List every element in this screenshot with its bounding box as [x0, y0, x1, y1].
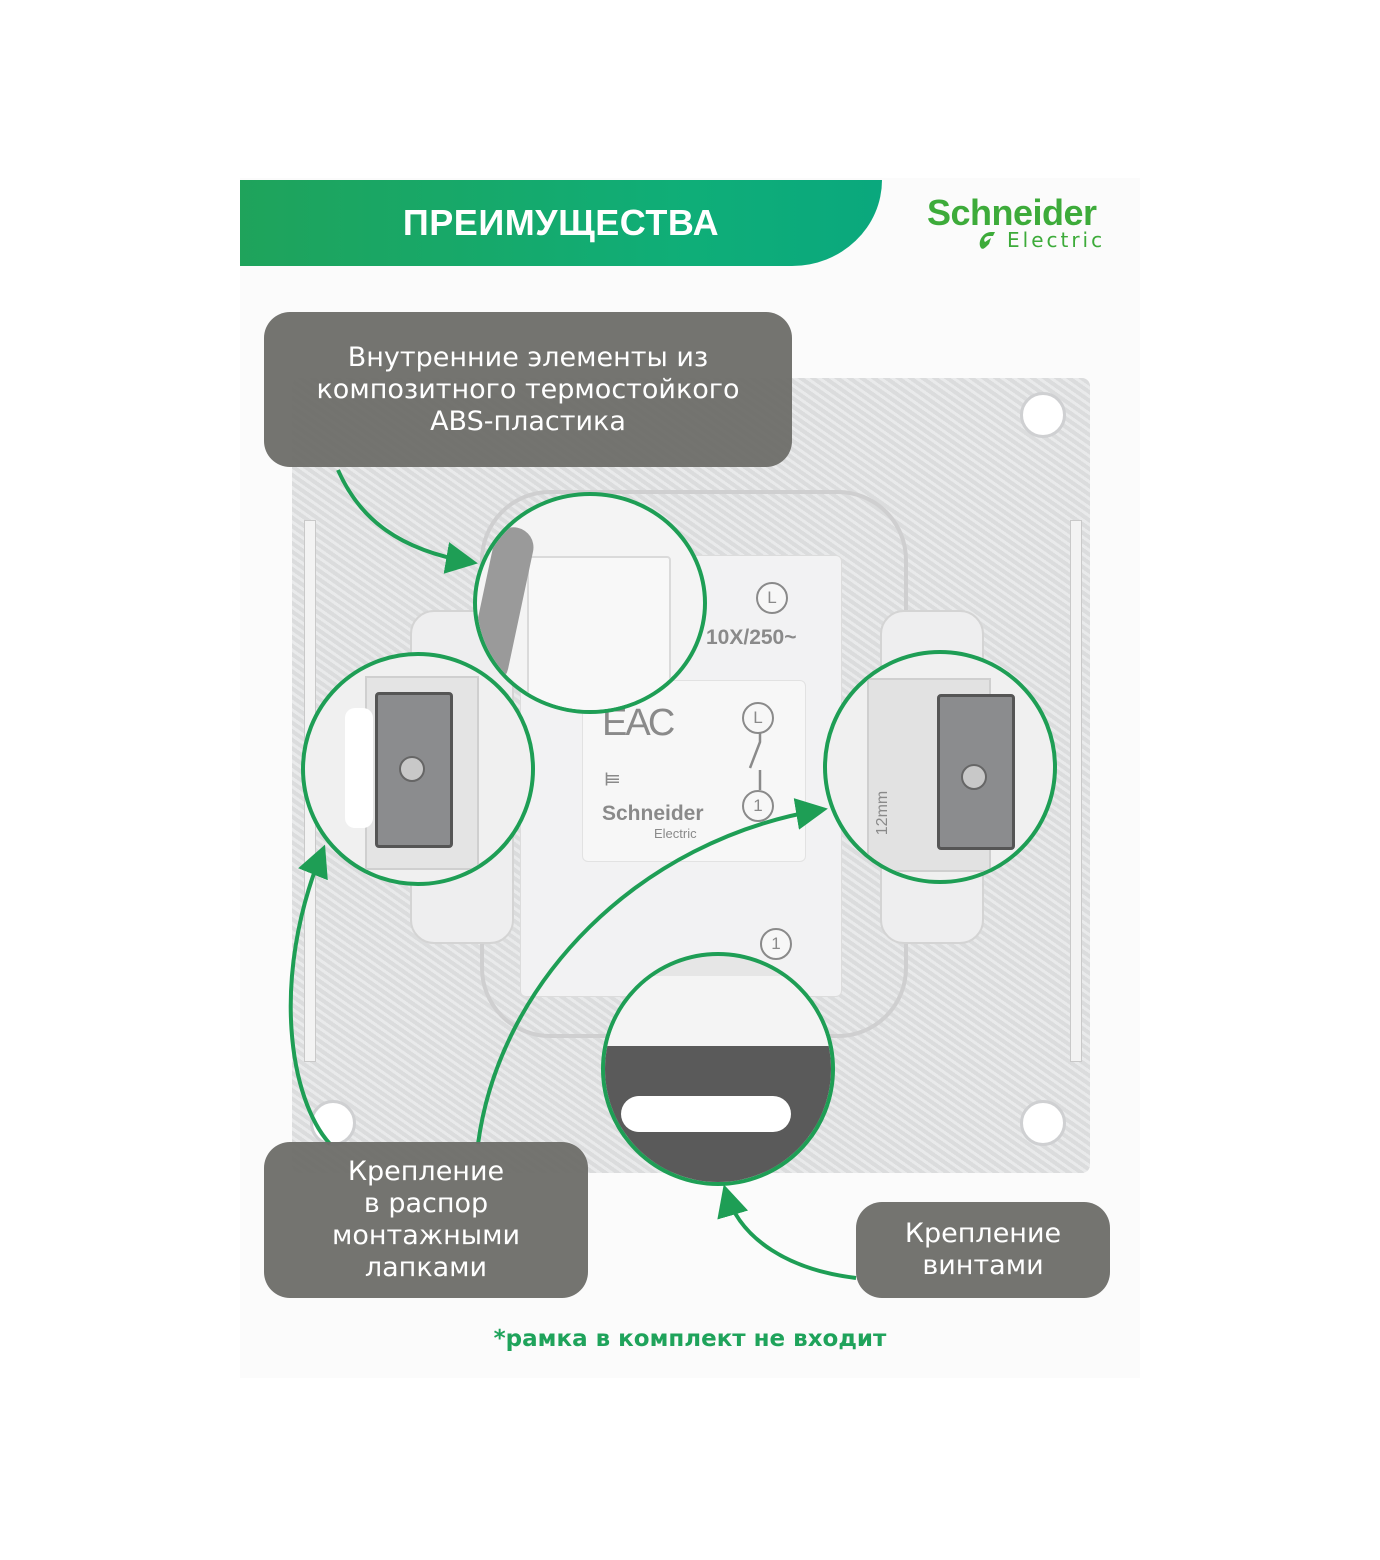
callout-line: Крепление: [347, 1156, 505, 1187]
schneider-electric-logo: Schneider Electric: [925, 192, 1125, 258]
plate-hole: [1020, 1100, 1066, 1146]
callout-line: ABS-пластика: [430, 405, 626, 437]
label-brand-top: Schneider: [602, 802, 704, 825]
callout-line: винтами: [922, 1250, 1044, 1281]
callout-line: композитного термостойкого: [316, 373, 740, 405]
callout-line: в распор: [363, 1188, 489, 1219]
switch-diagram-icon: [748, 732, 762, 790]
logo-mark-icon: [979, 232, 995, 249]
callout-line: монтажными: [331, 1220, 521, 1251]
banner-title: ПРЕИМУЩЕСТВА: [402, 202, 720, 243]
detail-circle-screw-mount: [601, 952, 835, 1186]
callout-line: Крепление: [904, 1218, 1062, 1249]
logo-brand-top: Schneider: [927, 192, 1097, 233]
terminal-screw-icon: [961, 764, 987, 790]
terminal-l-symbol: L: [756, 582, 788, 614]
logo-brand-bottom: Electric: [1007, 228, 1106, 252]
terminal-1-symbol: 1: [760, 928, 792, 960]
callout-screw-mount: Крепление винтами: [856, 1202, 1110, 1298]
callout-spacer-claws: Крепление в распор монтажными лапками: [264, 1142, 588, 1298]
plate-rail: [1070, 520, 1082, 1062]
detail-circle-right-terminal: 12mm: [823, 650, 1057, 884]
plate-hole: [1020, 392, 1066, 438]
callout-line: Внутренние элементы из: [347, 341, 709, 373]
detail-circle-internal-plastic: [473, 492, 707, 714]
advantages-banner: ПРЕИМУЩЕСТВА: [240, 180, 882, 266]
frame-not-included-note: *рамка в комплект не входит: [493, 1326, 887, 1352]
detail-circle-left-terminal: [301, 652, 535, 886]
label-brand-bottom: Electric: [654, 826, 697, 841]
callout-abs-plastic: Внутренние элементы из композитного терм…: [264, 312, 792, 467]
callout-line: лапками: [364, 1252, 488, 1283]
terminal-screw-icon: [399, 756, 425, 782]
diagram-1-symbol: 1: [742, 790, 774, 822]
diagram-l-symbol: L: [742, 702, 774, 734]
rating-marking: 10X/250~: [706, 626, 797, 649]
wire-clamp-icon: ⫢: [604, 760, 621, 791]
